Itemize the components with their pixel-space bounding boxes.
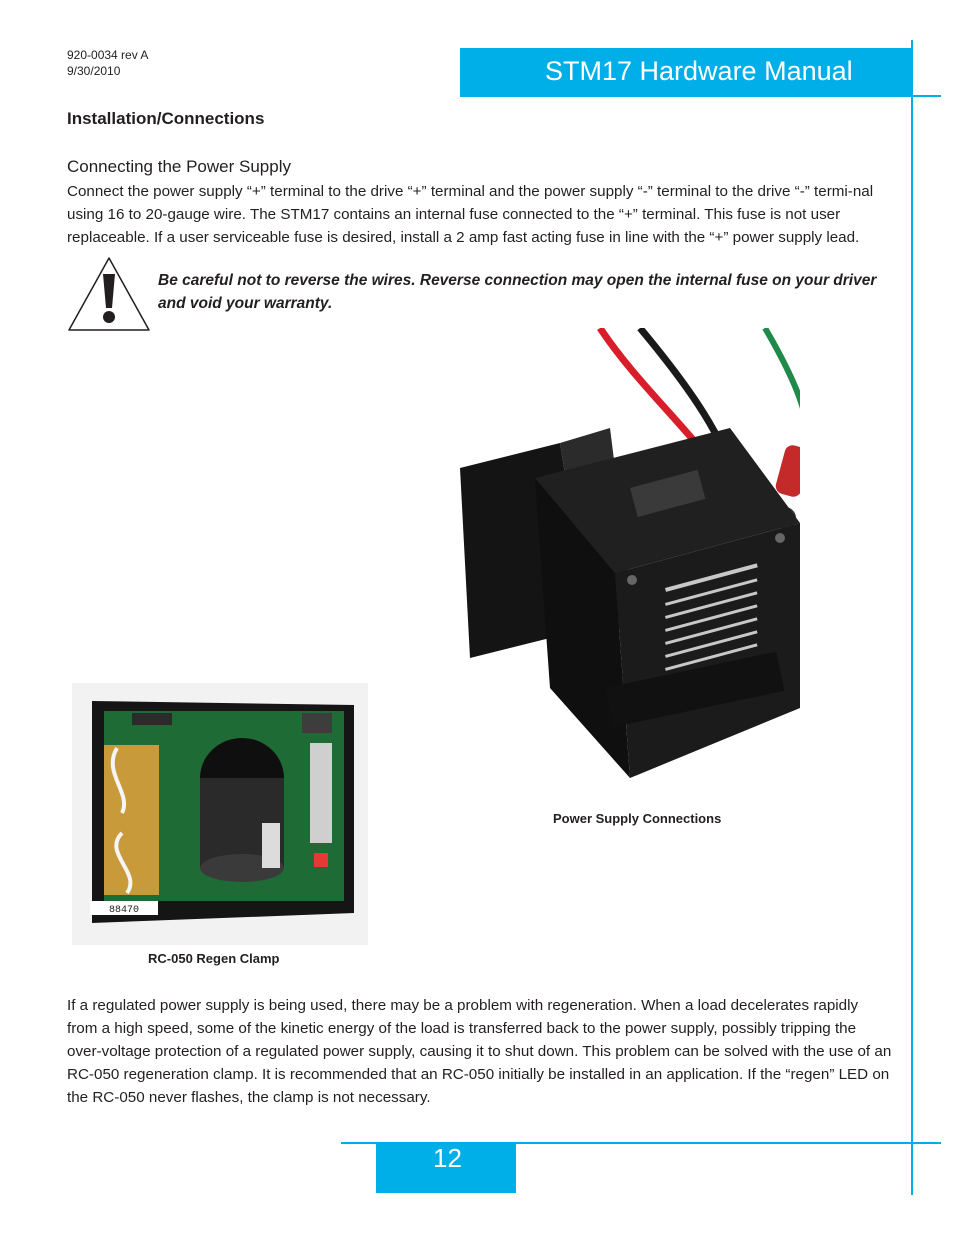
page-number-box: 12: [376, 1143, 516, 1193]
motor-caption: Power Supply Connections: [553, 811, 722, 826]
footer-rule: [341, 1142, 941, 1144]
clamp-caption: RC-050 Regen Clamp: [148, 951, 280, 966]
regeneration-paragraph: If a regulated power supply is being use…: [67, 997, 892, 1106]
warning-exclamation-icon: [68, 257, 150, 331]
right-rule: [911, 40, 913, 1195]
doc-date: 9/30/2010: [67, 64, 121, 78]
doc-number: 920-0034 rev A: [67, 48, 149, 62]
warning-text: Be careful not to reverse the wires. Rev…: [158, 272, 877, 312]
board-serial-label: 88470: [109, 905, 139, 916]
manual-title: STM17 Hardware Manual: [545, 56, 853, 86]
doc-meta: 920-0034 rev A 9/30/2010: [67, 47, 148, 79]
header-bar: STM17 Hardware Manual: [460, 48, 912, 96]
page-number: 12: [433, 1143, 462, 1173]
header-rule: [460, 95, 941, 97]
stm17-motor-photo: [460, 328, 800, 778]
rc050-regen-clamp-photo: 88470: [72, 683, 368, 945]
section-heading: Installation/Connections: [67, 109, 265, 128]
power-supply-paragraph: Connect the power supply “+” terminal to…: [67, 183, 874, 246]
subsection-heading: Connecting the Power Supply: [67, 157, 291, 176]
